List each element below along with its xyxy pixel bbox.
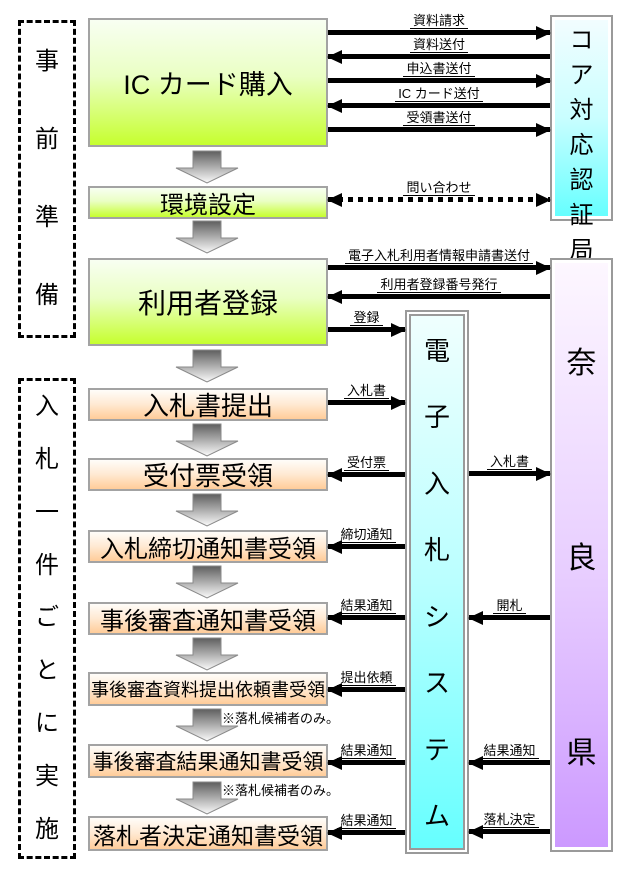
arrow-line — [328, 30, 550, 35]
arrow-document-request: 資料請求 — [328, 13, 550, 35]
arrow-line — [328, 472, 405, 477]
phase-rail-preparation-label: 事前準備 — [35, 48, 59, 309]
step-box-winner-decision-notice: 落札者決定通知書受領 — [88, 816, 328, 851]
step-label: 受付票受領 — [142, 461, 273, 491]
arrow-user-registration-number-issue: 利用者登録番号発行 — [328, 277, 550, 299]
arrow-application-form-sending: 申込書送付 — [328, 61, 550, 83]
down-arrow-icon — [175, 708, 239, 742]
phase-rail-per-bid-label: 入札一件ごとに実施 — [35, 393, 59, 843]
arrow-receipt-ticket: 受付票 — [328, 455, 405, 477]
down-arrow-icon — [175, 423, 239, 457]
step-box-bid-submission: 入札書提出 — [88, 388, 328, 421]
arrow-line — [328, 687, 405, 692]
arrow-result-notice-from-nara: 結果通知 — [469, 743, 550, 765]
entity-label: 電子入札システム — [423, 335, 450, 832]
note-winning-candidates-only-1: ※落札候補者のみ。 — [222, 711, 340, 726]
arrow-line — [328, 265, 550, 270]
phase-rail-per-bid: 入札一件ごとに実施 — [18, 378, 76, 859]
arrow-registration: 登録 — [328, 310, 405, 332]
down-arrow-icon — [175, 493, 239, 527]
down-arrow-icon — [175, 637, 239, 671]
down-arrow-icon — [175, 349, 239, 383]
arrow-inquiry: 問い合わせ — [328, 180, 550, 202]
step-label: 事後審査結果通知書受領 — [92, 751, 324, 774]
step-label: 環境設定 — [160, 192, 256, 219]
arrow-bid-form-to-nara: 入札書 — [469, 454, 550, 476]
step-box-environment-setup: 環境設定 — [88, 186, 328, 219]
arrow-line — [328, 103, 550, 108]
arrow-user-info-application-sending: 電子入札利用者情報申請書送付 — [328, 248, 550, 270]
arrow-result-notice-2: 結果通知 — [328, 743, 405, 765]
entity-label: 奈良県 — [566, 347, 597, 770]
down-arrow-icon — [175, 781, 239, 815]
step-label: 入札書提出 — [142, 391, 273, 421]
arrow-line — [469, 615, 550, 620]
step-label: 落札者決定通知書受領 — [93, 822, 323, 849]
step-label: IC カード購入 — [123, 70, 293, 100]
arrow-bid-form-to-system: 入札書 — [328, 383, 405, 405]
arrow-receipt-sending: 受領書送付 — [328, 110, 550, 132]
entity-box-nara-prefecture: 奈良県 — [550, 258, 613, 852]
step-box-ic-card-purchase: IC カード購入 — [88, 18, 328, 147]
arrow-result-notice-1: 結果通知 — [328, 598, 405, 620]
arrow-bid-opening: 開札 — [469, 598, 550, 620]
arrow-line — [328, 197, 550, 202]
note-winning-candidates-only-2: ※落札候補者のみ。 — [222, 783, 340, 798]
entity-box-core-certification-authority: コア対応認証局 — [550, 15, 613, 264]
step-label: 事後審査通知書受領 — [100, 608, 316, 635]
arrow-line — [328, 78, 550, 83]
step-box-post-review-result-notice: 事後審査結果通知書受領 — [88, 744, 328, 778]
arrow-line — [328, 615, 405, 620]
arrow-document-sending: 資料送付 — [328, 37, 550, 59]
step-box-post-review-notice: 事後審査通知書受領 — [88, 602, 328, 635]
phase-rail-preparation: 事前準備 — [18, 20, 76, 338]
arrow-submission-request: 提出依頼 — [328, 670, 405, 692]
down-arrow-icon — [175, 565, 239, 599]
entity-box-e-bidding-system: 電子入札システム — [405, 310, 469, 854]
down-arrow-icon — [175, 150, 239, 184]
arrow-line — [328, 760, 405, 765]
step-box-post-review-document-request: 事後審査資料提出依頼書受領 — [88, 672, 328, 706]
arrow-result-notice-3: 結果通知 — [328, 813, 405, 835]
step-label: 利用者登録 — [137, 288, 278, 319]
arrow-winner-decision: 落札決定 — [469, 812, 550, 834]
step-label: 入札締切通知書受領 — [100, 536, 316, 563]
arrow-line — [469, 471, 550, 476]
step-label: 事後審査資料提出依頼書受領 — [91, 680, 325, 700]
arrow-line — [328, 327, 405, 332]
arrow-line — [328, 544, 405, 549]
arrow-closing-notice: 締切通知 — [328, 527, 405, 549]
step-box-bid-closing-notice: 入札締切通知書受領 — [88, 530, 328, 563]
entity-label: コア対応認証局 — [569, 27, 594, 264]
arrow-line — [328, 54, 550, 59]
arrow-line — [328, 830, 405, 835]
down-arrow-icon — [175, 220, 239, 254]
step-box-receipt-ticket: 受付票受領 — [88, 458, 328, 491]
arrow-ic-card-sending: IC カード送付 — [328, 86, 550, 108]
arrow-line — [469, 760, 550, 765]
arrow-line — [328, 400, 405, 405]
arrow-line — [328, 127, 550, 132]
arrow-line — [469, 829, 550, 834]
arrow-line — [328, 294, 550, 299]
step-box-user-registration: 利用者登録 — [88, 258, 328, 346]
